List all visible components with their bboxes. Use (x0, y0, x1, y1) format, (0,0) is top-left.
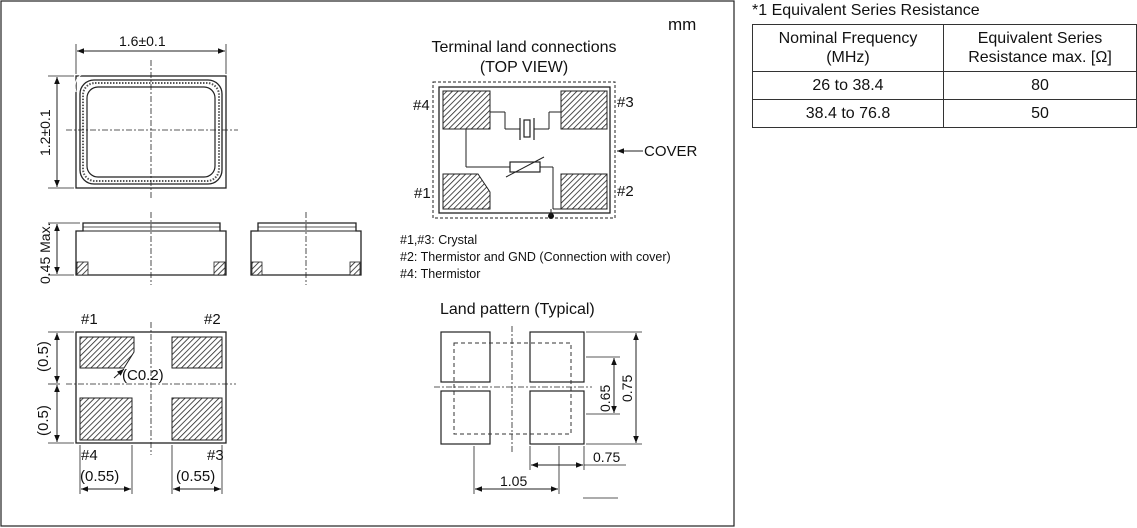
esr-cell: 80 (943, 71, 1137, 100)
width-left-dimension: (0.55) (80, 468, 119, 485)
pad-3 (171, 397, 223, 441)
header-frequency-line2: (MHz) (826, 49, 870, 66)
pad-4 (79, 397, 133, 441)
terminal-connections: Terminal land connections (TOP VIEW) #4 … (400, 39, 698, 281)
legend-line-2: #2: Thermistor and GND (Connection with … (400, 250, 671, 264)
header-frequency-line1: Nominal Frequency (778, 30, 918, 47)
table-row: 38.4 to 76.8 50 (752, 99, 1137, 128)
thickness-dimension: 0.45 Max. (37, 223, 53, 284)
height-dimension: 1.2±0.1 (37, 109, 53, 156)
pad-2 (171, 336, 223, 369)
bottom-view: #1 #2 #4 #3 (C0.2) (0.5) (0.5) (0.55) (0… (35, 311, 236, 494)
legend-line-3: #4: Thermistor (400, 267, 480, 281)
dim-105: 1.05 (500, 473, 527, 489)
pitch-lower-dimension: (0.5) (35, 405, 52, 436)
terminal-pad-4: #4 (413, 97, 430, 114)
pad-label-1: #1 (81, 311, 98, 328)
drawing-frame (0, 0, 735, 527)
side-view-front: 0.45 Max. (37, 212, 227, 285)
land-pattern: Land pattern (Typical) 0.65 0.75 0.75 1.… (434, 301, 642, 499)
terminal-pad-2: #2 (617, 183, 634, 200)
esr-table: Nominal Frequency (MHz) Equivalent Serie… (752, 24, 1137, 128)
header-esr: Equivalent Series Resistance max. [Ω] (943, 24, 1137, 72)
pitch-upper-dimension: (0.5) (35, 341, 52, 372)
terminal-pad-1: #1 (414, 185, 431, 202)
legend-line-1: #1,#3: Crystal (400, 233, 477, 247)
table-row: 26 to 38.4 80 (752, 71, 1137, 100)
esr-header-row: Nominal Frequency (MHz) Equivalent Serie… (752, 24, 1137, 72)
chamfer-label: (C0.2) (122, 367, 164, 384)
width-right-dimension: (0.55) (176, 468, 215, 485)
pad-label-2: #2 (204, 311, 221, 328)
pad-label-3: #3 (207, 447, 224, 464)
header-frequency: Nominal Frequency (MHz) (752, 24, 944, 72)
width-dimension: 1.6±0.1 (119, 33, 166, 49)
terminal-title-line1: Terminal land connections (432, 39, 617, 56)
pad-label-4: #4 (81, 447, 98, 464)
pad-1 (79, 336, 135, 369)
cover-label: COVER (644, 143, 698, 160)
esr-table-title: *1 Equivalent Series Resistance (752, 2, 980, 19)
frequency-cell: 26 to 38.4 (752, 71, 944, 100)
dim-075-horizontal: 0.75 (593, 449, 620, 465)
land-pattern-title: Land pattern (Typical) (440, 301, 595, 318)
header-esr-line2: Resistance max. [Ω] (968, 49, 1112, 66)
frequency-cell: 38.4 to 76.8 (752, 99, 944, 128)
unit-label: mm (668, 15, 696, 34)
side-view-end (250, 212, 362, 285)
top-view: 1.6±0.1 1.2±0.1 (37, 33, 238, 200)
header-esr-line1: Equivalent Series (977, 30, 1103, 47)
dim-075-vertical: 0.75 (619, 375, 635, 402)
esr-cell: 50 (943, 99, 1137, 128)
dim-065: 0.65 (597, 385, 613, 412)
terminal-title-line2: (TOP VIEW) (480, 59, 568, 76)
terminal-pad-3: #3 (617, 94, 634, 111)
